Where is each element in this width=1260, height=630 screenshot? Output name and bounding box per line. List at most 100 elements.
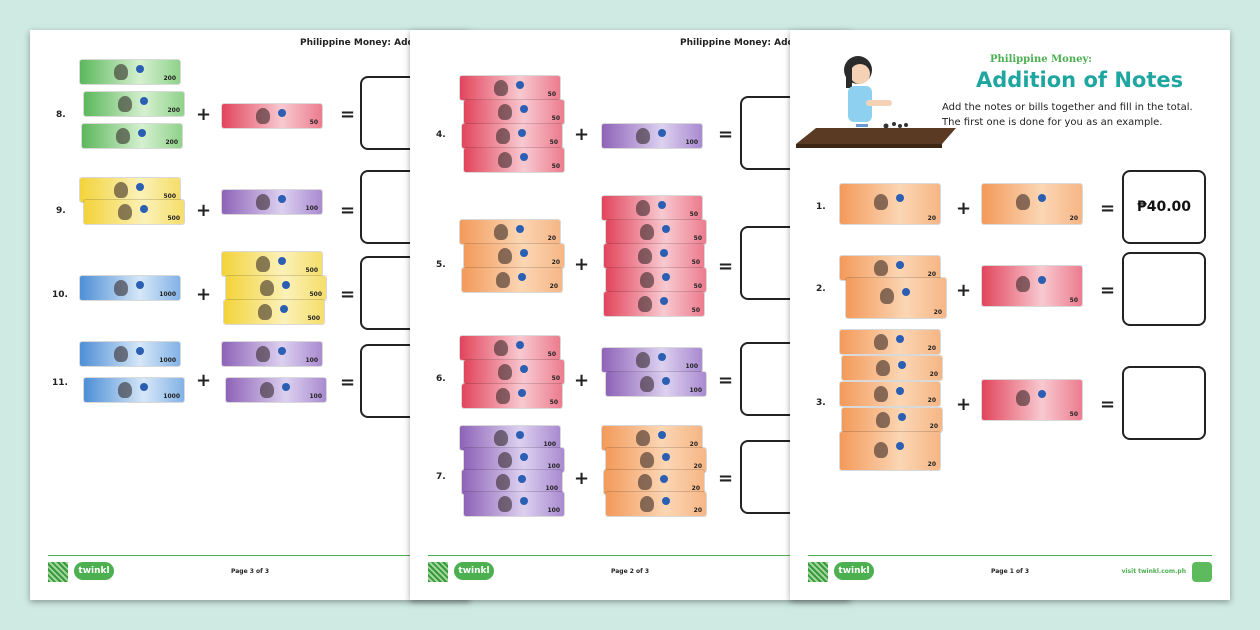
page-footer: twinkl Page 2 of 3 xyxy=(428,555,832,582)
equals-sign: = xyxy=(718,468,734,489)
plus-sign: + xyxy=(574,254,590,275)
banknote-100: 100 xyxy=(464,492,564,516)
plus-sign: + xyxy=(196,284,212,305)
banknote-50: 50 xyxy=(606,268,706,292)
banknote-1000: 1000 xyxy=(84,378,184,402)
equals-sign: = xyxy=(1100,394,1116,415)
banknote-50: 50 xyxy=(222,104,322,128)
banknote-100: 100 xyxy=(602,348,702,372)
page-number: Page 3 of 3 xyxy=(231,568,269,575)
footer-website[interactable]: visit twinkl.com.ph xyxy=(1121,568,1186,575)
equals-sign: = xyxy=(340,200,356,221)
qr-code-icon xyxy=(808,562,828,582)
banknote-50: 50 xyxy=(462,384,562,408)
banknote-50: 50 xyxy=(602,196,702,220)
banknote-50: 50 xyxy=(604,292,704,316)
banknote-20: 20 xyxy=(462,268,562,292)
banknote-500: 500 xyxy=(226,276,326,300)
banknote-50: 50 xyxy=(982,380,1082,420)
banknote-100: 100 xyxy=(460,426,560,450)
question-number: 1. xyxy=(816,202,826,212)
page-header: Philippine Money: Additio xyxy=(680,38,811,48)
equals-sign: = xyxy=(718,124,734,145)
banknote-20: 20 xyxy=(840,184,940,224)
banknote-50: 50 xyxy=(464,100,564,124)
page-footer: twinkl Page 1 of 3 visit twinkl.com.ph xyxy=(808,555,1212,582)
question-number: 9. xyxy=(56,206,66,216)
question-number: 6. xyxy=(436,374,446,384)
worksheet-page-3: Philippine Money: Additio 8. 200 200 200… xyxy=(30,30,470,600)
banknote-500: 500 xyxy=(224,300,324,324)
banknote-50: 50 xyxy=(464,360,564,384)
banknote-50: 50 xyxy=(982,266,1082,306)
plus-sign: + xyxy=(196,370,212,391)
banknote-200: 200 xyxy=(80,60,180,84)
plus-sign: + xyxy=(956,198,972,219)
twinkl-logo: twinkl xyxy=(74,562,114,580)
plus-sign: + xyxy=(574,370,590,391)
plus-sign: + xyxy=(196,104,212,125)
plus-sign: + xyxy=(574,468,590,489)
banknote-1000: 1000 xyxy=(80,276,180,300)
equals-sign: = xyxy=(340,372,356,393)
question-number: 11. xyxy=(52,378,68,388)
banknote-1000: 1000 xyxy=(80,342,180,366)
worksheet-title: Addition of Notes xyxy=(976,68,1184,92)
worksheet-page-1: Philippine Money: Addition of Notes Add … xyxy=(790,30,1230,600)
answer-box[interactable] xyxy=(1122,366,1206,440)
question-number: 3. xyxy=(816,398,826,408)
question-number: 2. xyxy=(816,284,826,294)
equals-sign: = xyxy=(718,370,734,391)
twinkl-logo: twinkl xyxy=(834,562,874,580)
banknote-50: 50 xyxy=(464,148,564,172)
answer-box[interactable]: ₱40.00 xyxy=(1122,170,1206,244)
banknote-50: 50 xyxy=(460,76,560,100)
banknote-20: 20 xyxy=(840,256,940,280)
question-number: 5. xyxy=(436,260,446,270)
plus-sign: + xyxy=(956,394,972,415)
banknote-20: 20 xyxy=(840,330,940,354)
equals-sign: = xyxy=(1100,280,1116,301)
banknote-20: 20 xyxy=(846,278,946,318)
page-header: Philippine Money: Additio xyxy=(300,38,431,48)
banknote-20: 20 xyxy=(842,408,942,432)
plus-sign: + xyxy=(196,200,212,221)
banknote-20: 20 xyxy=(606,492,706,516)
banknote-20: 20 xyxy=(982,184,1082,224)
page-footer: twinkl Page 3 of 3 xyxy=(48,555,452,582)
worksheet-page-2: Philippine Money: Additio 4. 50 50 50 50… xyxy=(410,30,850,600)
question-number: 4. xyxy=(436,130,446,140)
question-number: 7. xyxy=(436,472,446,482)
worksheet-subtitle: Philippine Money: xyxy=(990,54,1092,65)
banknote-500: 500 xyxy=(84,200,184,224)
instructions: Add the notes or bills together and fill… xyxy=(942,102,1193,128)
answer-box[interactable] xyxy=(1122,252,1206,326)
banknote-20: 20 xyxy=(460,220,560,244)
plus-sign: + xyxy=(574,124,590,145)
banknote-100: 100 xyxy=(606,372,706,396)
banknote-20: 20 xyxy=(840,432,940,470)
banknote-100: 100 xyxy=(462,470,562,494)
quality-badge-icon xyxy=(1192,562,1212,582)
banknote-20: 20 xyxy=(604,470,704,494)
banknote-500: 500 xyxy=(80,178,180,202)
question-number: 8. xyxy=(56,110,66,120)
equals-sign: = xyxy=(718,256,734,277)
equals-sign: = xyxy=(1100,198,1116,219)
banknote-100: 100 xyxy=(226,378,326,402)
banknote-20: 20 xyxy=(464,244,564,268)
banknote-200: 200 xyxy=(84,92,184,116)
equals-sign: = xyxy=(340,284,356,305)
banknote-20: 20 xyxy=(842,356,942,380)
banknote-500: 500 xyxy=(222,252,322,276)
qr-code-icon xyxy=(428,562,448,582)
question-number: 10. xyxy=(52,290,68,300)
banknote-100: 100 xyxy=(222,190,322,214)
banknote-50: 50 xyxy=(604,244,704,268)
banknote-200: 200 xyxy=(82,124,182,148)
banknote-50: 50 xyxy=(460,336,560,360)
banknote-50: 50 xyxy=(606,220,706,244)
qr-code-icon xyxy=(48,562,68,582)
page-number: Page 2 of 3 xyxy=(611,568,649,575)
equals-sign: = xyxy=(340,104,356,125)
